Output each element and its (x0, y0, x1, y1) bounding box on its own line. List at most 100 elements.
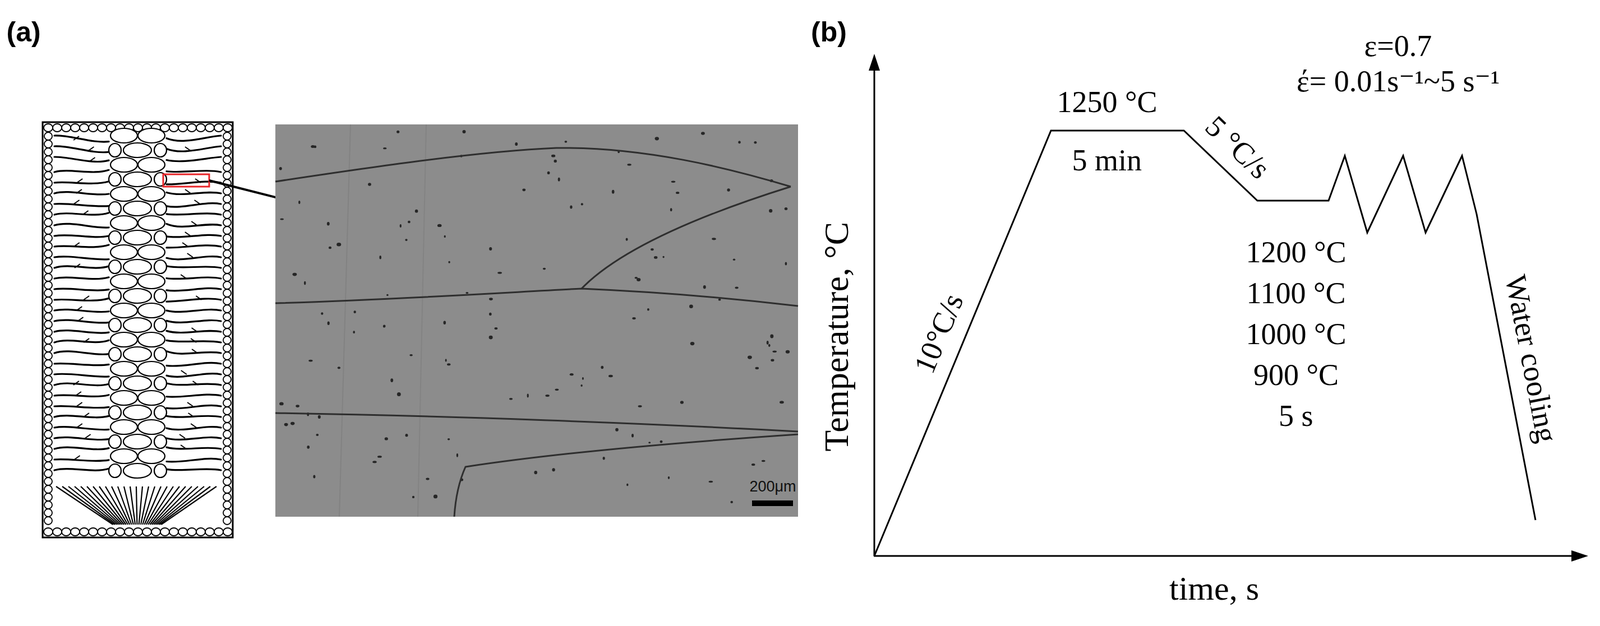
equiaxed-grain (108, 172, 122, 187)
dendrite-branch (180, 274, 187, 279)
inclusion-dot (615, 428, 619, 432)
columnar-dendrite (54, 351, 109, 355)
grain-boundary (275, 413, 799, 432)
chill-cell (124, 528, 134, 537)
inclusion-dot (337, 366, 341, 370)
equiaxed-grain (137, 128, 165, 144)
chill-cell (223, 509, 232, 518)
inclusion-dot (280, 218, 284, 220)
inclusion-dot (558, 177, 561, 182)
columnar-dendrite (166, 135, 221, 141)
chill-cell (44, 234, 53, 243)
equiaxed-grain (123, 288, 152, 304)
temperature-label: 1250 °C (1057, 84, 1158, 120)
columnar-dendrite (54, 181, 109, 184)
inclusion-dot (772, 351, 777, 354)
inclusion-dot (315, 434, 319, 437)
bottom-columnar-grain (153, 486, 192, 525)
inclusion-dot (671, 181, 676, 183)
chill-cell (44, 360, 53, 368)
inclusion-dot (784, 207, 788, 211)
chill-cell (169, 528, 179, 537)
chill-cell (223, 469, 232, 478)
equiaxed-grain (110, 390, 138, 406)
columnar-dendrite (166, 458, 221, 463)
equiaxed-grain (123, 317, 152, 333)
inclusion-dot (650, 248, 654, 251)
chill-cell (44, 320, 53, 329)
chill-cell (223, 360, 232, 368)
chill-cell (44, 179, 53, 188)
chill-cell (223, 148, 232, 156)
chill-cell (223, 203, 232, 211)
equiaxed-grain (110, 361, 138, 377)
inclusion-dot (425, 478, 430, 481)
inclusion-dot (456, 453, 459, 458)
columnar-dendrite (166, 394, 221, 398)
inclusion-dot (634, 277, 639, 280)
inclusion-dot (738, 140, 741, 144)
inclusion-dot (462, 130, 467, 134)
bottom-columnar-grain (111, 486, 130, 525)
chill-cell (223, 462, 232, 470)
inclusion-dot (412, 496, 415, 499)
chill-cell (44, 375, 53, 384)
inclusion-dot (447, 438, 450, 441)
chill-cell (223, 312, 232, 321)
chill-cell (223, 163, 232, 172)
columnar-dendrite (166, 320, 221, 323)
chill-cell (44, 469, 53, 478)
columnar-dendrite (166, 469, 221, 471)
inclusion-dot (761, 460, 766, 463)
columnar-dendrite (54, 223, 109, 228)
dendrite-branch (73, 381, 80, 386)
chill-cell (223, 352, 232, 361)
equiaxed-grain (154, 289, 167, 303)
inclusion-dot (386, 294, 389, 297)
panel-label: (b) (810, 16, 847, 49)
columnar-dendrite (54, 383, 109, 386)
inclusion-dot (367, 182, 372, 187)
dendrite-branch (74, 455, 81, 460)
inclusion-dot (372, 460, 377, 464)
inclusion-dot (626, 163, 631, 167)
inclusion-dot (547, 171, 551, 175)
columnar-dendrite (166, 383, 221, 386)
columnar-dendrite (54, 320, 109, 324)
inclusion-dot (701, 131, 705, 135)
inclusion-dot (279, 167, 283, 171)
temperature-label: 1200 °C (1246, 234, 1347, 270)
inclusion-dot (396, 130, 400, 134)
equiaxed-grain (137, 332, 165, 348)
columnar-dendrite (166, 234, 221, 238)
columnar-dendrite (54, 213, 109, 215)
columnar-dendrite (54, 309, 109, 312)
columnar-dendrite (54, 256, 109, 260)
chill-cell (79, 528, 89, 537)
inclusion-dot (582, 377, 584, 381)
equiaxed-grain (137, 215, 165, 231)
inclusion-dot (326, 222, 330, 226)
inclusion-dot (735, 287, 739, 290)
equiaxed-grain (137, 157, 165, 173)
equiaxed-grain (110, 215, 138, 231)
inclusion-dot (336, 242, 341, 247)
chill-cell (44, 203, 53, 211)
chill-cell (223, 250, 232, 258)
dendrite-branch (89, 157, 96, 162)
chill-cell (44, 501, 53, 510)
inclusion-dot (555, 388, 560, 391)
grain-boundary (581, 186, 791, 289)
inclusion-dot (404, 238, 408, 242)
y-axis-arrowhead (868, 53, 880, 71)
chill-cell (44, 485, 53, 494)
dendrite-branch (182, 242, 188, 247)
dendrite-branch (88, 146, 94, 151)
chill-cell (44, 462, 53, 470)
chill-cell (223, 187, 232, 196)
scale-bar (752, 500, 793, 507)
equiaxed-grain (108, 260, 122, 274)
equiaxed-grain (137, 303, 165, 318)
equiaxed-grain (110, 449, 138, 464)
inclusion-dot (703, 285, 707, 289)
